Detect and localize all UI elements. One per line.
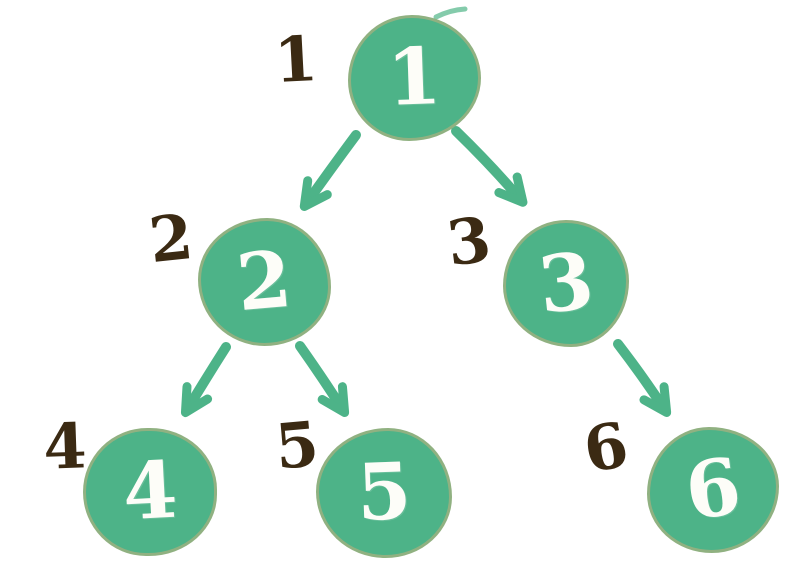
edge-arrow-2-4 bbox=[180, 342, 231, 418]
edge-arrow-2-5 bbox=[295, 341, 350, 418]
tree-node-4: 4 bbox=[83, 428, 217, 556]
edge-arrow-1-2 bbox=[299, 130, 361, 211]
node-value: 3 bbox=[534, 234, 598, 332]
tree-node-5: 5 bbox=[316, 428, 452, 558]
node-value: 4 bbox=[120, 444, 180, 539]
tree-node-6: 6 bbox=[647, 427, 779, 553]
node-index-label-6: 6 bbox=[578, 407, 634, 488]
node-index-label-2: 2 bbox=[145, 199, 197, 278]
tree-node-1: 1 bbox=[348, 15, 481, 141]
node-value: 6 bbox=[679, 440, 747, 539]
tree-node-3: 3 bbox=[503, 220, 629, 347]
node-index-label-4: 4 bbox=[42, 409, 88, 484]
node-index-label-5: 5 bbox=[272, 407, 322, 484]
node-value: 2 bbox=[233, 233, 296, 330]
node-index-label-3: 3 bbox=[443, 202, 495, 281]
node-value: 1 bbox=[385, 31, 444, 124]
edge-arrow-1-3 bbox=[451, 126, 528, 207]
node-index-label-1: 1 bbox=[272, 21, 320, 98]
tree-node-2: 2 bbox=[198, 218, 331, 346]
node-value: 5 bbox=[355, 446, 413, 539]
stray-pencil-mark bbox=[433, 6, 468, 20]
edge-arrow-3-6 bbox=[613, 339, 672, 418]
